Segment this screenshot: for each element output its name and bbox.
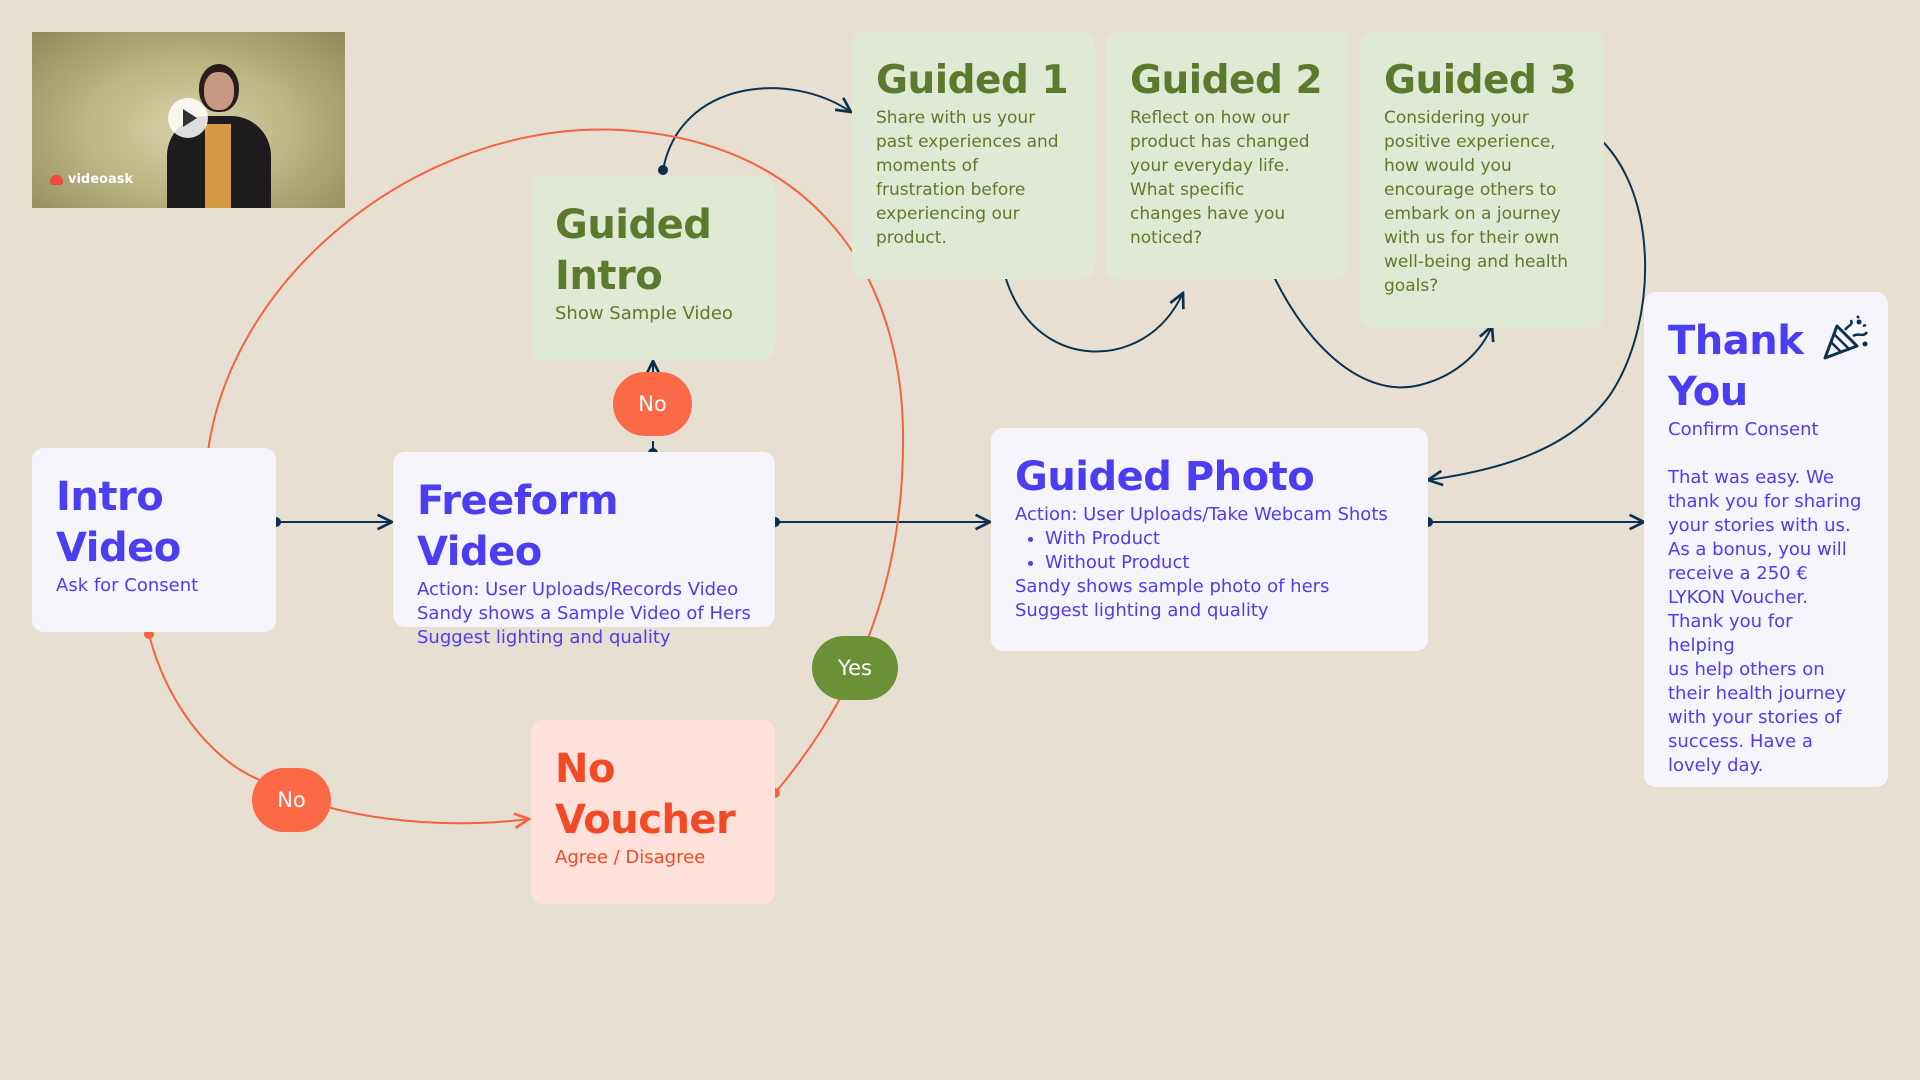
connector-intro-to-no-voucher <box>144 629 529 823</box>
thank-you-line-9: their health journey <box>1668 683 1847 705</box>
guided-3-line-3: how would you <box>1384 155 1512 176</box>
no-voucher-subtitle: Agree / Disagree <box>555 847 706 869</box>
freeform-video-line-2: Sandy shows a Sample Video of Hers <box>417 603 751 625</box>
card-guided-intro[interactable]: Guided Intro Show Sample Video <box>531 176 775 360</box>
thank-you-line-3: your stories with us. <box>1668 515 1851 537</box>
decision-yes[interactable]: Yes <box>812 636 898 700</box>
freeform-video-line-3: Suggest lighting and quality <box>417 627 671 649</box>
freeform-video-line-1: Action: User Uploads/Records Video <box>417 579 739 601</box>
guided-2-title: Guided 2 <box>1130 58 1323 103</box>
guided-photo-line-1: Sandy shows sample photo of hers <box>1015 576 1330 598</box>
intro-video-title-line1: Intro <box>56 474 164 520</box>
videoask-logo-icon <box>50 174 63 185</box>
thank-you-line-12: lovely day. <box>1668 755 1764 777</box>
guided-3-line-5: embark on a journey <box>1384 203 1561 224</box>
card-guided-photo[interactable]: Guided Photo Action: User Uploads/Take W… <box>991 428 1428 651</box>
guided-2-line-6: noticed? <box>1130 227 1203 248</box>
thank-you-title-line1: Thank <box>1668 318 1804 364</box>
thank-you-line-4: As a bonus, you will <box>1668 539 1847 561</box>
guided-3-line-4: encourage others to <box>1384 179 1557 200</box>
videoask-logo: videoask <box>50 172 133 187</box>
guided-1-line-2: past experiences and <box>876 131 1059 152</box>
guided-3-line-8: goals? <box>1384 275 1439 296</box>
no-voucher-title-line2: Voucher <box>555 797 736 844</box>
guided-3-line-6: with us for their own <box>1384 227 1560 248</box>
guided-3-line-7: well-being and health <box>1384 251 1569 272</box>
guided-2-line-4: What specific <box>1130 179 1245 200</box>
decision-no-top[interactable]: No <box>613 372 692 436</box>
guided-intro-subtitle: Show Sample Video <box>555 303 733 325</box>
guided-intro-title-line1: Guided <box>555 202 712 248</box>
guided-1-line-5: experiencing our <box>876 203 1020 224</box>
card-thank-you[interactable]: Thank You Confirm Consent That was easy.… <box>1644 292 1888 787</box>
thank-you-title-line2: You <box>1668 369 1748 416</box>
guided-photo-title: Guided Photo <box>1015 454 1315 500</box>
intro-video-subtitle: Ask for Consent <box>56 575 199 597</box>
freeform-video-title: Freeform Video <box>417 478 619 576</box>
guided-photo-bullets: With Product Without Product <box>1015 527 1404 575</box>
thank-you-line-7: Thank you for helping <box>1668 611 1793 657</box>
thank-you-line-10: with your stories of <box>1668 707 1842 729</box>
guided-photo-bullet-without-product: Without Product <box>1045 551 1404 575</box>
connector-photo-to-thankyou <box>1423 517 1644 527</box>
guided-3-title: Guided 3 <box>1384 58 1577 103</box>
card-no-voucher[interactable]: No Voucher Agree / Disagree <box>531 720 775 904</box>
guided-1-title: Guided 1 <box>876 58 1069 103</box>
guided-1-line-3: moments of <box>876 155 979 176</box>
videoask-brand-label: videoask <box>68 172 134 187</box>
connector-intro-to-freeform <box>271 517 392 527</box>
guided-1-line-6: product. <box>876 227 947 248</box>
guided-2-line-5: changes have you <box>1130 203 1286 224</box>
guided-intro-title-line2: Intro <box>555 253 663 300</box>
thank-you-line-11: success. Have a <box>1668 731 1813 753</box>
play-icon[interactable] <box>168 98 208 138</box>
guided-3-line-2: positive experience, <box>1384 131 1556 152</box>
guided-1-line-4: frustration before <box>876 179 1026 200</box>
intro-video-title-line2: Video <box>56 525 181 572</box>
connector-freeform-to-photo <box>770 517 990 527</box>
card-freeform-video[interactable]: Freeform Video Action: User Uploads/Reco… <box>393 452 775 648</box>
connector-guided-intro-to-guided-1 <box>658 87 851 175</box>
guided-photo-bullet-with-product: With Product <box>1045 527 1404 551</box>
guided-2-line-2: product has changed <box>1130 131 1310 152</box>
card-intro-video[interactable]: Intro Video Ask for Consent <box>32 448 276 632</box>
thank-you-line-5: receive a 250 € <box>1668 563 1808 585</box>
card-guided-2[interactable]: Guided 2 Reflect on how our product has … <box>1106 32 1349 279</box>
video-thumbnail[interactable]: videoask <box>32 32 345 208</box>
party-popper-icon <box>1823 315 1869 360</box>
presenter-figure <box>163 64 271 208</box>
thank-you-line-6: LYKON Voucher. <box>1668 587 1808 609</box>
card-guided-1[interactable]: Guided 1 Share with us your past experie… <box>852 32 1095 279</box>
guided-photo-line-2: Suggest lighting and quality <box>1015 600 1269 622</box>
card-guided-3[interactable]: Guided 3 Considering your positive exper… <box>1360 32 1604 328</box>
thank-you-line-1: That was easy. We <box>1668 467 1834 489</box>
decision-no-bottom[interactable]: No <box>252 768 331 832</box>
guided-1-line-1: Share with us your <box>876 107 1036 128</box>
guided-photo-action: Action: User Uploads/Take Webcam Shots <box>1015 504 1388 526</box>
guided-3-line-1: Considering your <box>1384 107 1529 128</box>
thank-you-subtitle: Confirm Consent <box>1668 419 1819 441</box>
guided-2-line-3: your everyday life. <box>1130 155 1290 176</box>
guided-2-line-1: Reflect on how our <box>1130 107 1290 128</box>
thank-you-line-8: us help others on <box>1668 659 1825 681</box>
no-voucher-title-line1: No <box>555 746 615 792</box>
thank-you-line-2: thank you for sharing <box>1668 491 1862 513</box>
